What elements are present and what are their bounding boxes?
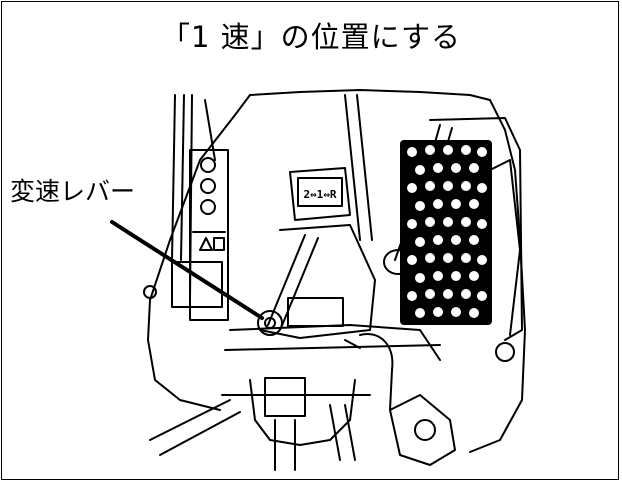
gear-lever-label: 変速レバー: [10, 177, 136, 206]
gear-plate-text: 2⇔1⇔R: [303, 188, 336, 201]
drum-holes: [407, 145, 487, 318]
callout-leader-line: [110, 220, 264, 320]
instruction-title: 「1 速」の位置にする: [161, 20, 461, 54]
